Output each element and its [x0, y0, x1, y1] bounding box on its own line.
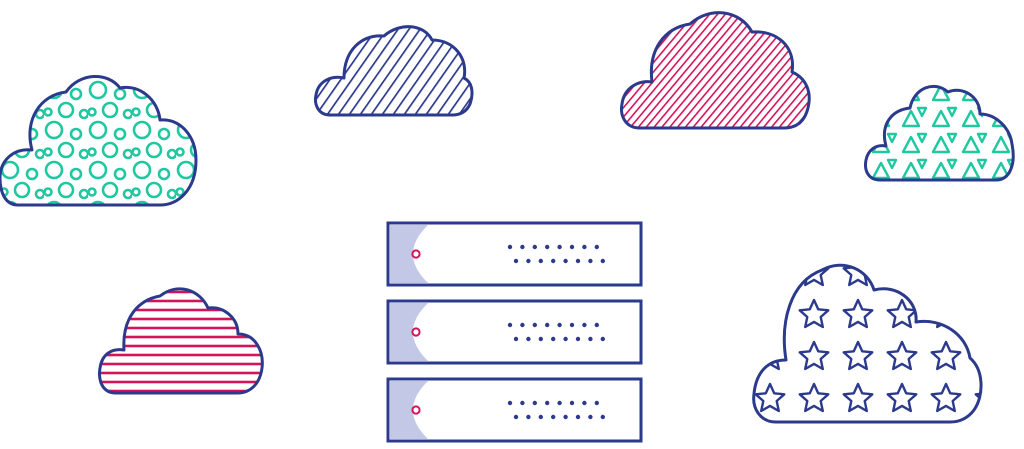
drive-bay-shade	[390, 381, 428, 439]
vent-dot	[557, 244, 562, 250]
vent-dot	[513, 414, 519, 420]
vent-dot	[600, 414, 605, 420]
vent-dot	[551, 414, 556, 420]
cloud-icon	[98, 287, 264, 395]
vent-dot	[575, 258, 581, 264]
vent-dot	[545, 322, 550, 328]
drive-bay-shade	[390, 225, 428, 283]
vent-dot	[513, 258, 519, 264]
vent-dot	[551, 258, 556, 264]
vent-dot	[563, 414, 568, 420]
cloud-icon	[0, 75, 198, 207]
vent-dot	[575, 414, 581, 420]
vent-dot	[569, 322, 575, 328]
status-led	[411, 249, 421, 259]
cable-circles	[197, 201, 334, 252]
server-unit	[386, 221, 643, 287]
vent-dot	[545, 244, 550, 250]
vent-dot	[588, 414, 593, 420]
vent-dot	[545, 400, 550, 406]
vent-dot	[582, 322, 587, 328]
plug-icon	[657, 219, 714, 261]
vent-dot	[507, 400, 513, 406]
cloud-icon	[314, 25, 474, 117]
server-unit	[386, 299, 643, 365]
status-led	[411, 405, 421, 415]
plug-icon	[586, 134, 641, 188]
vent-dot	[557, 322, 562, 328]
vent-dot	[569, 244, 575, 250]
vent-dot	[588, 336, 593, 342]
plug-icon	[311, 236, 369, 279]
drive-bay-shade	[390, 303, 428, 361]
status-led	[411, 327, 421, 337]
vent-dot	[551, 336, 556, 342]
vent-dot	[594, 244, 599, 250]
server-unit	[386, 377, 643, 443]
vent-dot	[526, 336, 531, 342]
server-rack	[386, 221, 643, 443]
vent-dot	[538, 336, 543, 342]
cloud-icon	[864, 85, 1015, 182]
vent-dot	[594, 400, 599, 406]
vent-dot	[526, 414, 531, 420]
vent-dot	[507, 244, 513, 250]
vent-dot	[513, 336, 519, 342]
vent-dot	[600, 336, 605, 342]
vent-dot	[563, 336, 568, 342]
vent-dot	[526, 258, 531, 264]
vent-dot	[557, 400, 562, 406]
cloud-icon	[752, 263, 983, 424]
vent-dot	[538, 258, 543, 264]
vent-dot	[538, 414, 543, 420]
plug-icon	[694, 337, 751, 375]
vent-dot	[600, 258, 605, 264]
plug-icon	[267, 333, 324, 371]
vent-dot	[563, 258, 568, 264]
vent-dot	[520, 322, 525, 328]
vent-dot	[532, 244, 537, 250]
cable-triangles	[700, 175, 862, 235]
cable-horizontal-stripes	[304, 334, 362, 349]
cable-diagonal-navy	[444, 162, 463, 213]
vent-dot	[520, 244, 525, 250]
vent-dot	[520, 400, 525, 406]
vent-dot	[569, 400, 575, 406]
vent-dot	[507, 322, 513, 328]
cloud-icon	[620, 11, 811, 130]
vent-dot	[532, 322, 537, 328]
vent-dot	[594, 322, 599, 328]
vent-dot	[532, 400, 537, 406]
vent-dot	[582, 244, 587, 250]
vent-dot	[582, 400, 587, 406]
vent-dot	[588, 258, 593, 264]
vent-dot	[575, 336, 581, 342]
plug-icon	[418, 125, 462, 183]
